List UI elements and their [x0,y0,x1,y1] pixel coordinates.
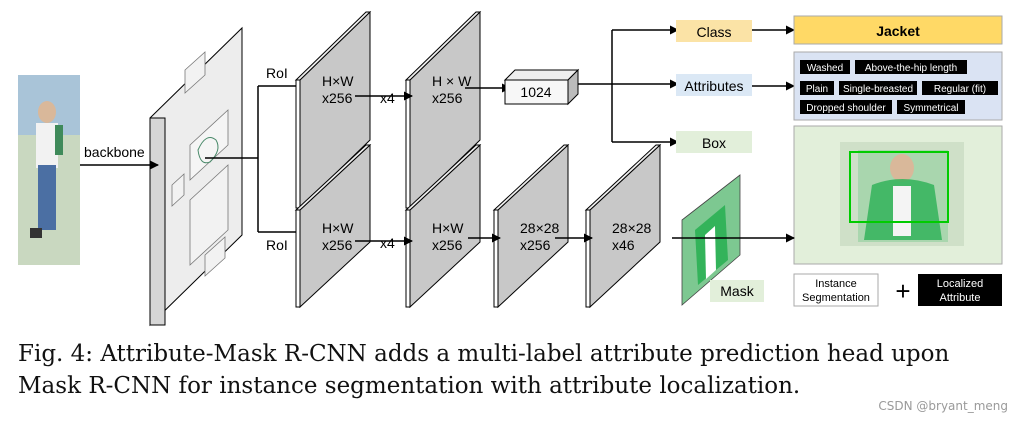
attribute-tag: Plain [800,81,834,95]
feature-map-channels: x46 [612,237,635,253]
roi-feature-map-top-1: H×W x256 [294,10,372,210]
feature-map-channels: x256 [322,90,353,106]
attributes-head-label: Attributes [676,74,752,96]
svg-text:Class: Class [696,24,731,40]
roi-label-bottom: RoI [266,237,288,253]
feature-map-dims: H×W [322,73,354,89]
figure-caption: Fig. 4: Attribute-Mask R-CNN adds a mult… [18,338,1008,402]
roi-label-top: RoI [266,65,288,81]
attribute-tag: Single-breasted [839,81,917,95]
svg-text:Dropped shoulder: Dropped shoulder [806,103,886,114]
caption-line-2: Mask R-CNN for instance segmentation wit… [18,373,801,399]
x4-label-top: x4 [380,90,395,106]
class-head-label: Class [676,20,752,42]
feature-map-dims: 28×28 [612,220,652,236]
backbone-feature-map [149,26,243,327]
svg-text:Jacket: Jacket [876,23,920,39]
feature-map-channels: x256 [322,237,353,253]
localized-attribute-legend: Localized Attribute [918,274,1002,306]
mask-image [681,174,741,306]
architecture-diagram: backbone RoI RoI H×W x256 H × W x256 H×W… [18,10,1003,327]
fc-label: 1024 [520,84,551,100]
bounding-box-outline [849,151,949,223]
attribute-tag: Above-the-hip length [855,60,967,74]
feature-map-dims: H×W [322,220,354,236]
svg-text:Symmetrical: Symmetrical [903,103,958,114]
feature-map-channels: x256 [520,237,551,253]
input-photo [18,75,80,265]
watermark: CSDN @bryant_meng [878,399,1008,413]
plus-sign: + [895,276,910,306]
roi-feature-map-top-2: H × W x256 [404,10,482,210]
attribute-tag: Regular (fit) [922,81,998,95]
mask-feature-map-1: 28×28 x256 [492,143,570,309]
svg-text:Attribute: Attribute [940,292,981,304]
backbone-label: backbone [84,144,145,160]
head-branch-lines [578,25,679,147]
svg-text:Single-breasted: Single-breasted [843,84,913,95]
svg-text:Above-the-hip length: Above-the-hip length [865,63,957,74]
x4-label-bottom: x4 [380,235,395,251]
feature-map-dims: H×W [432,220,464,236]
roi-feature-map-bottom-2: H×W x256 [404,143,482,309]
svg-text:Plain: Plain [806,84,828,95]
box-head-label: Box [676,131,752,153]
feature-map-dims: 28×28 [520,220,560,236]
attribute-tag: Dropped shoulder [800,100,892,114]
svg-text:Mask: Mask [720,283,754,299]
feature-map-channels: x256 [432,90,463,106]
caption-line-1: Fig. 4: Attribute-Mask R-CNN adds a mult… [18,341,950,367]
mask-label: Mask [710,280,764,302]
svg-text:Instance: Instance [815,278,857,290]
feature-map-channels: x256 [432,237,463,253]
attribute-tag: Symmetrical [897,100,965,114]
svg-text:Attributes: Attributes [684,78,743,94]
fc-layer-box: 1024 [503,68,580,106]
svg-text:Washed: Washed [807,63,843,74]
class-output-box: Jacket [793,15,1003,45]
feature-map-dims: H × W [432,73,472,89]
roi-feature-map-bottom-1: H×W x256 [294,143,372,309]
svg-text:Regular (fit): Regular (fit) [934,84,986,95]
svg-text:Segmentation: Segmentation [802,292,870,304]
svg-text:Localized: Localized [937,278,983,290]
box-output-panel [793,125,1003,265]
mask-feature-map-2: 28×28 x46 [584,143,662,309]
instance-segmentation-legend: Instance Segmentation [793,273,879,307]
attribute-tag: Washed [800,60,850,74]
svg-text:Box: Box [702,135,726,151]
